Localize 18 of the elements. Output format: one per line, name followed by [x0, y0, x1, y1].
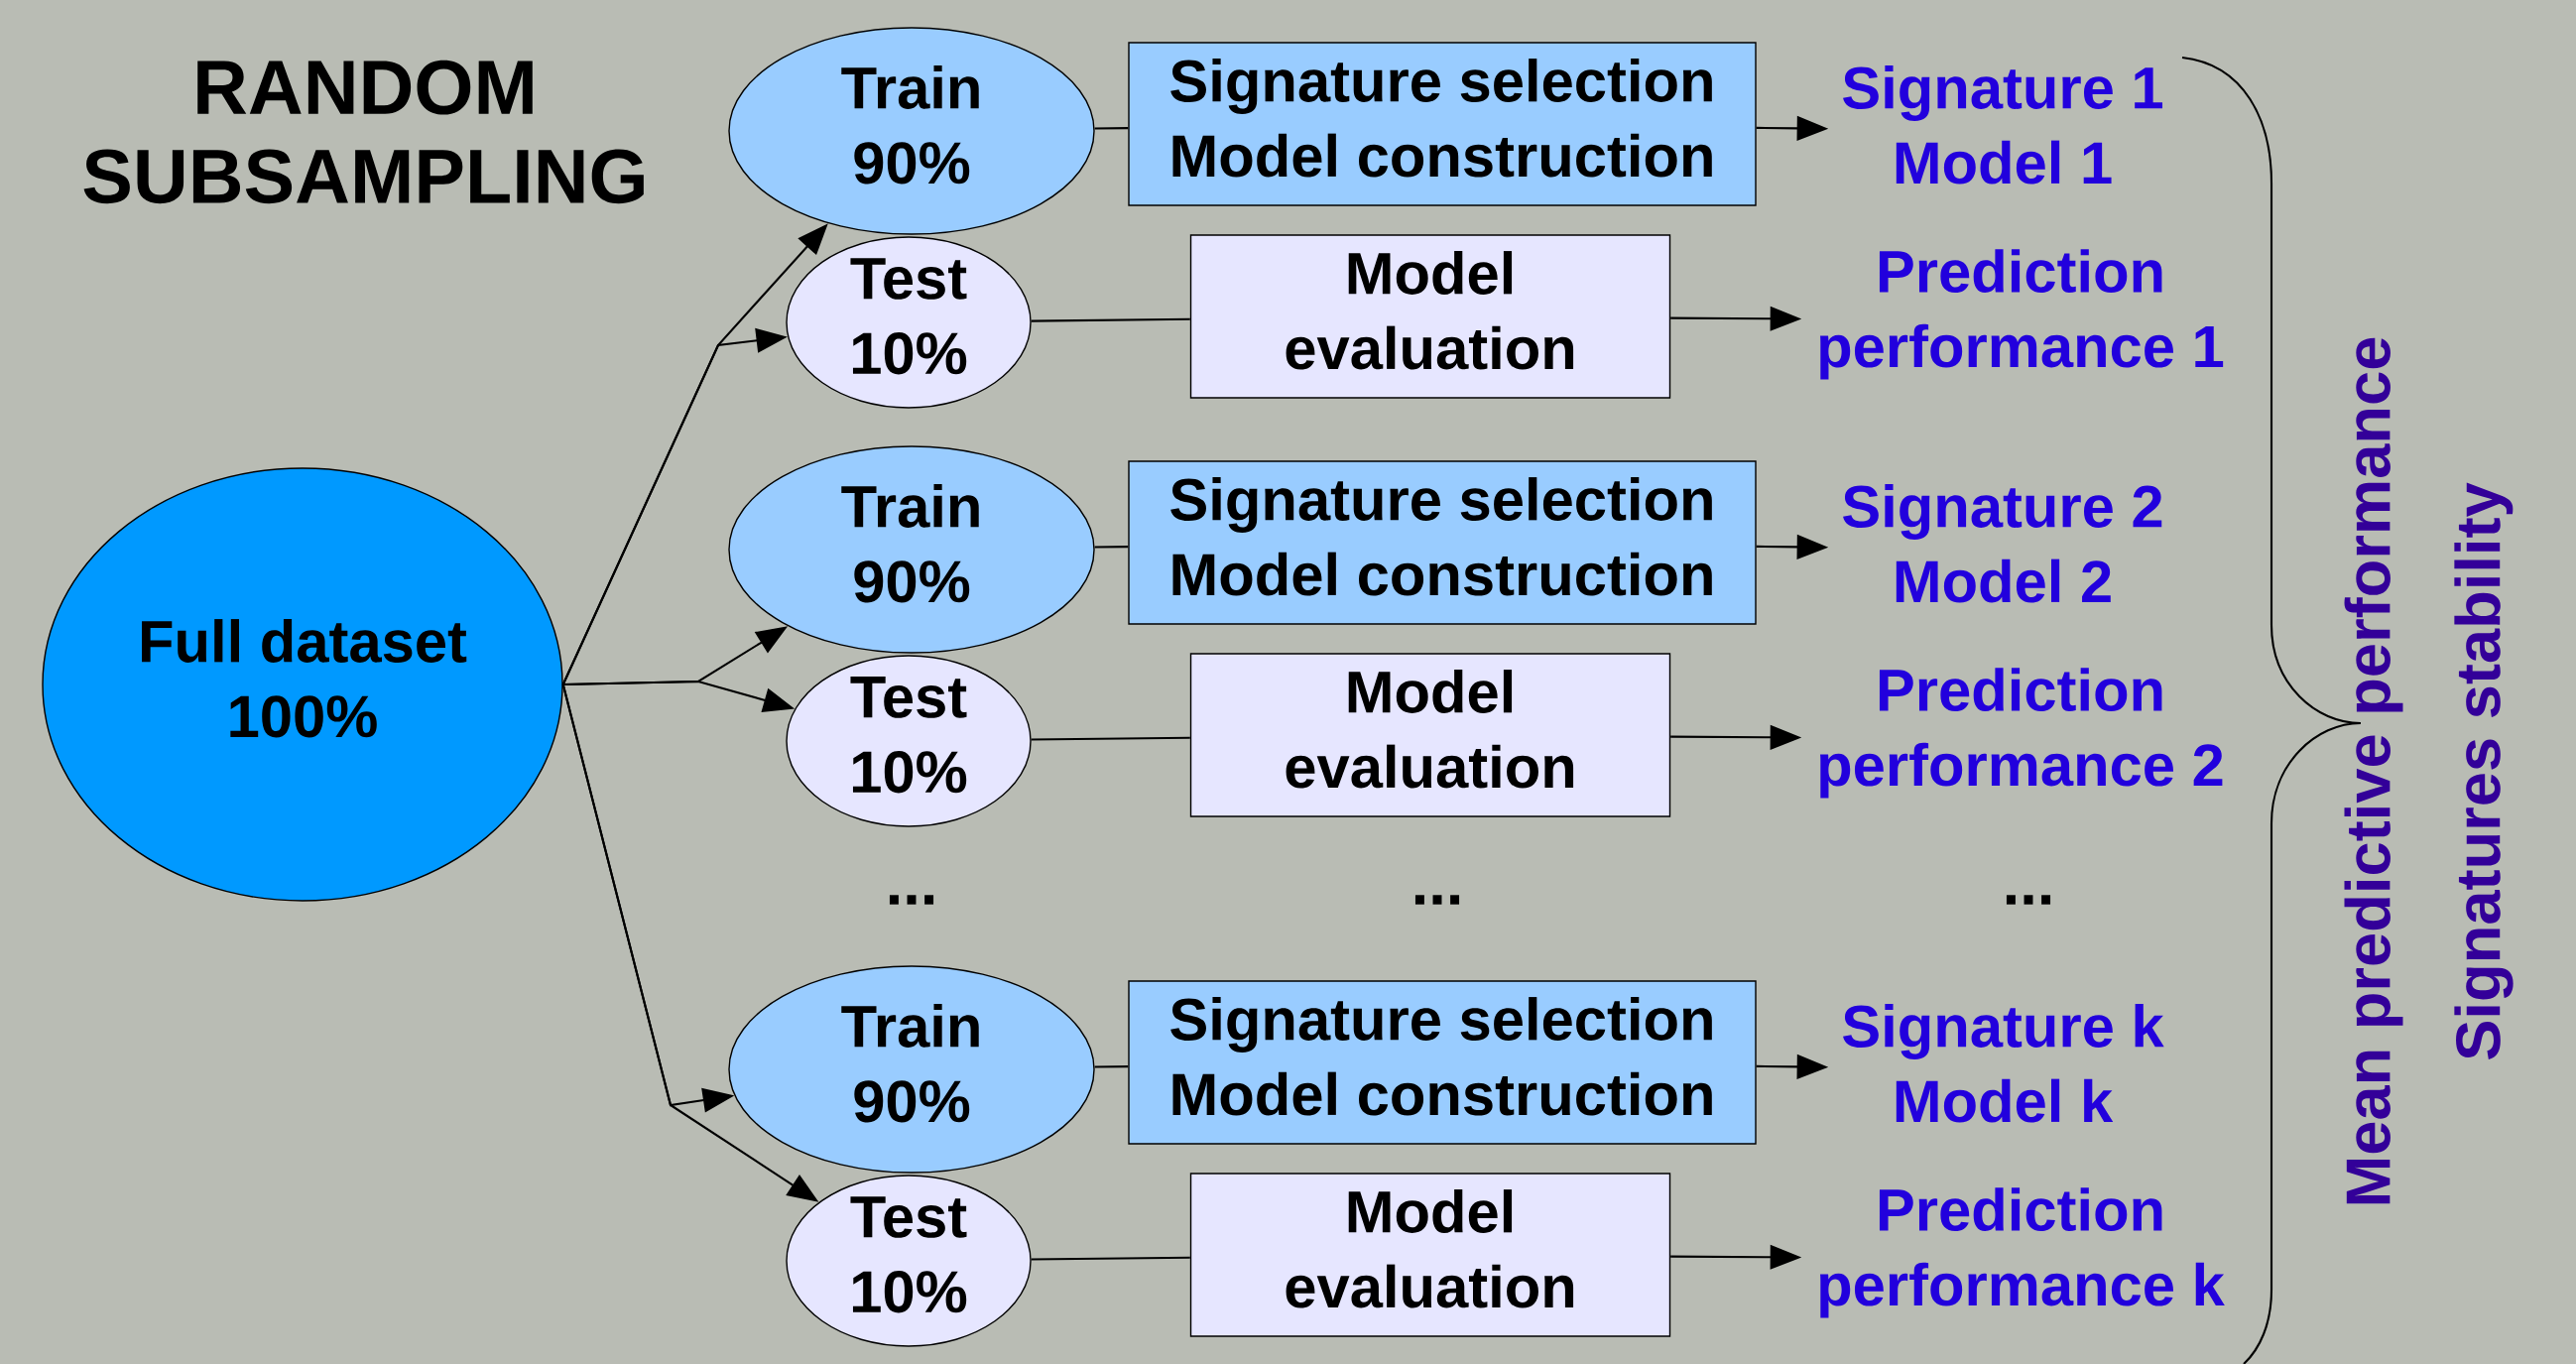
result-text: Prediction performance 2: [1820, 668, 2223, 799]
title: RANDOM SUBSAMPLING: [83, 60, 644, 204]
ellipsis-dots: ...: [889, 895, 934, 905]
process-box: Model evaluation: [1189, 234, 1671, 399]
vertical-label: Signatures stability: [2454, 482, 2514, 1059]
ellipsis-dots: ...: [1414, 895, 1460, 905]
process-box: Signature selection Model construction: [1128, 42, 1757, 206]
result-text: Signature 2 Model 2: [1843, 484, 2162, 603]
vertical-label: Mean predictive performance: [2344, 337, 2403, 1204]
process-box: Signature selection Model construction: [1128, 460, 1757, 625]
process-box: Signature selection Model construction: [1128, 980, 1757, 1145]
result-text: Prediction performance k: [1820, 1187, 2225, 1318]
result-text: Prediction performance 1: [1820, 249, 2224, 380]
ellipsis-dots: ...: [2006, 895, 2051, 905]
result-text: Signature k Model k: [1843, 1004, 2164, 1123]
process-box: Model evaluation: [1189, 1173, 1671, 1337]
result-text: Signature 1 Model 1: [1843, 65, 2162, 185]
process-box: Model evaluation: [1189, 653, 1671, 817]
